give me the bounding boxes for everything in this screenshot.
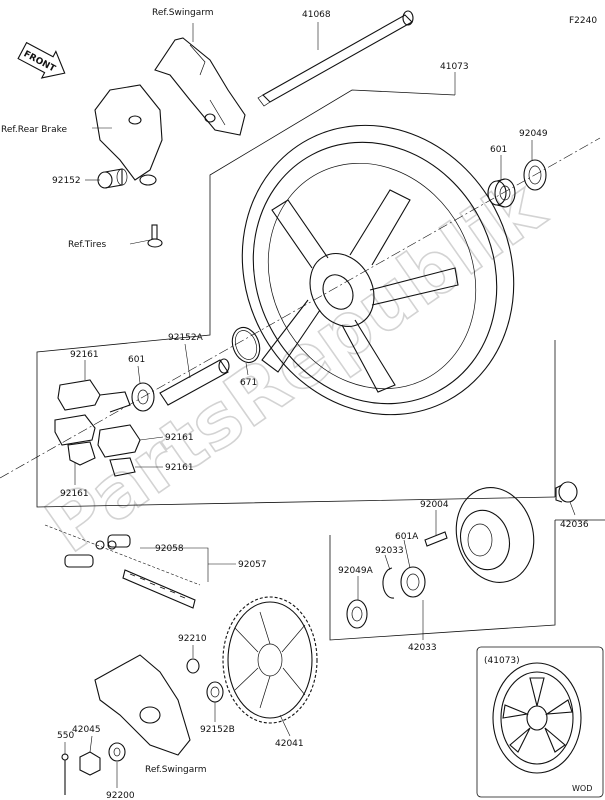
nut-42045	[79, 751, 101, 776]
label-92152A[interactable]: 92152A	[168, 333, 204, 343]
front-label: FRONT	[22, 49, 58, 74]
label-92161-a[interactable]: 92161	[70, 350, 99, 360]
label-ref-rear-brake[interactable]: Ref.Rear Brake	[1, 125, 68, 135]
label-42041[interactable]: 42041	[275, 739, 304, 749]
label-601-left[interactable]: 601	[128, 355, 145, 365]
label-92152[interactable]: 92152	[52, 176, 81, 186]
label-ref-swingarm-bottom[interactable]: Ref.Swingarm	[145, 765, 207, 775]
nut-92210	[186, 658, 200, 674]
oil-seal-92049	[523, 159, 547, 191]
label-601A[interactable]: 601A	[395, 532, 419, 542]
bearing-601A	[400, 566, 426, 598]
label-92210[interactable]: 92210	[178, 634, 207, 644]
label-92004[interactable]: 92004	[420, 500, 449, 510]
axle-centerlines	[0, 137, 601, 479]
collar-92152	[97, 168, 128, 189]
stud-92004	[424, 531, 448, 547]
rear-wheel-41073	[241, 124, 515, 416]
label-601-top[interactable]: 601	[490, 145, 507, 155]
bearing-601-top	[487, 178, 516, 208]
label-92161-b[interactable]: 92161	[165, 433, 194, 443]
label-42036[interactable]: 42036	[560, 520, 589, 530]
label-ref-swingarm-top[interactable]: Ref.Swingarm	[152, 8, 214, 18]
part-labels: Ref.Swingarm 41068 41073 Ref.Rear Brake …	[1, 8, 589, 800]
label-41068[interactable]: 41068	[302, 10, 331, 20]
label-92058[interactable]: 92058	[155, 544, 184, 554]
damper-rubbers-92161	[54, 379, 141, 477]
inset-wheel	[492, 662, 582, 774]
sprocket-hub-42033	[455, 487, 535, 583]
tire-valve-icon	[147, 224, 163, 248]
label-92161-c[interactable]: 92161	[165, 463, 194, 473]
swingarm-bracket-bottom	[94, 654, 191, 756]
inset-box: (41073) WOD	[476, 646, 604, 798]
oil-seal-92049A	[346, 599, 368, 629]
figure-code: F2240	[569, 16, 597, 26]
assembly-frame	[36, 89, 605, 641]
label-ref-tires[interactable]: Ref.Tires	[68, 240, 107, 250]
label-550[interactable]: 550	[57, 731, 74, 741]
drive-chain-92057	[44, 524, 201, 609]
washer-92200	[108, 742, 126, 762]
label-92049A[interactable]: 92049A	[338, 566, 374, 576]
swingarm-bracket-top	[154, 37, 246, 136]
bearing-601-left	[131, 382, 155, 412]
collar-42036	[555, 481, 578, 503]
label-42033[interactable]: 42033	[408, 643, 437, 653]
o-ring-671	[231, 326, 261, 364]
spacer-92152A	[159, 358, 230, 406]
leader-lines	[64, 22, 576, 788]
label-92152B[interactable]: 92152B	[200, 725, 235, 735]
brake-bracket	[94, 84, 163, 186]
inset-tag: WOD	[572, 784, 592, 793]
collar-92152B	[206, 681, 224, 703]
label-92049[interactable]: 92049	[519, 129, 548, 139]
axle-41068	[257, 10, 414, 107]
label-92200[interactable]: 92200	[106, 791, 135, 800]
master-link-92058	[64, 534, 131, 568]
label-671[interactable]: 671	[240, 378, 257, 388]
inset-title: (41073)	[484, 656, 520, 666]
watermark: PartsRepublik	[31, 163, 560, 569]
front-arrow-icon: FRONT	[17, 41, 66, 79]
label-92033[interactable]: 92033	[375, 546, 404, 556]
label-41073[interactable]: 41073	[440, 62, 469, 72]
label-92161-d[interactable]: 92161	[60, 489, 89, 499]
cotter-pin-550	[61, 753, 69, 795]
label-42045[interactable]: 42045	[72, 725, 101, 735]
circlip-92033	[382, 567, 395, 599]
rear-sprocket-42041	[222, 596, 318, 724]
label-92057[interactable]: 92057	[238, 560, 267, 570]
